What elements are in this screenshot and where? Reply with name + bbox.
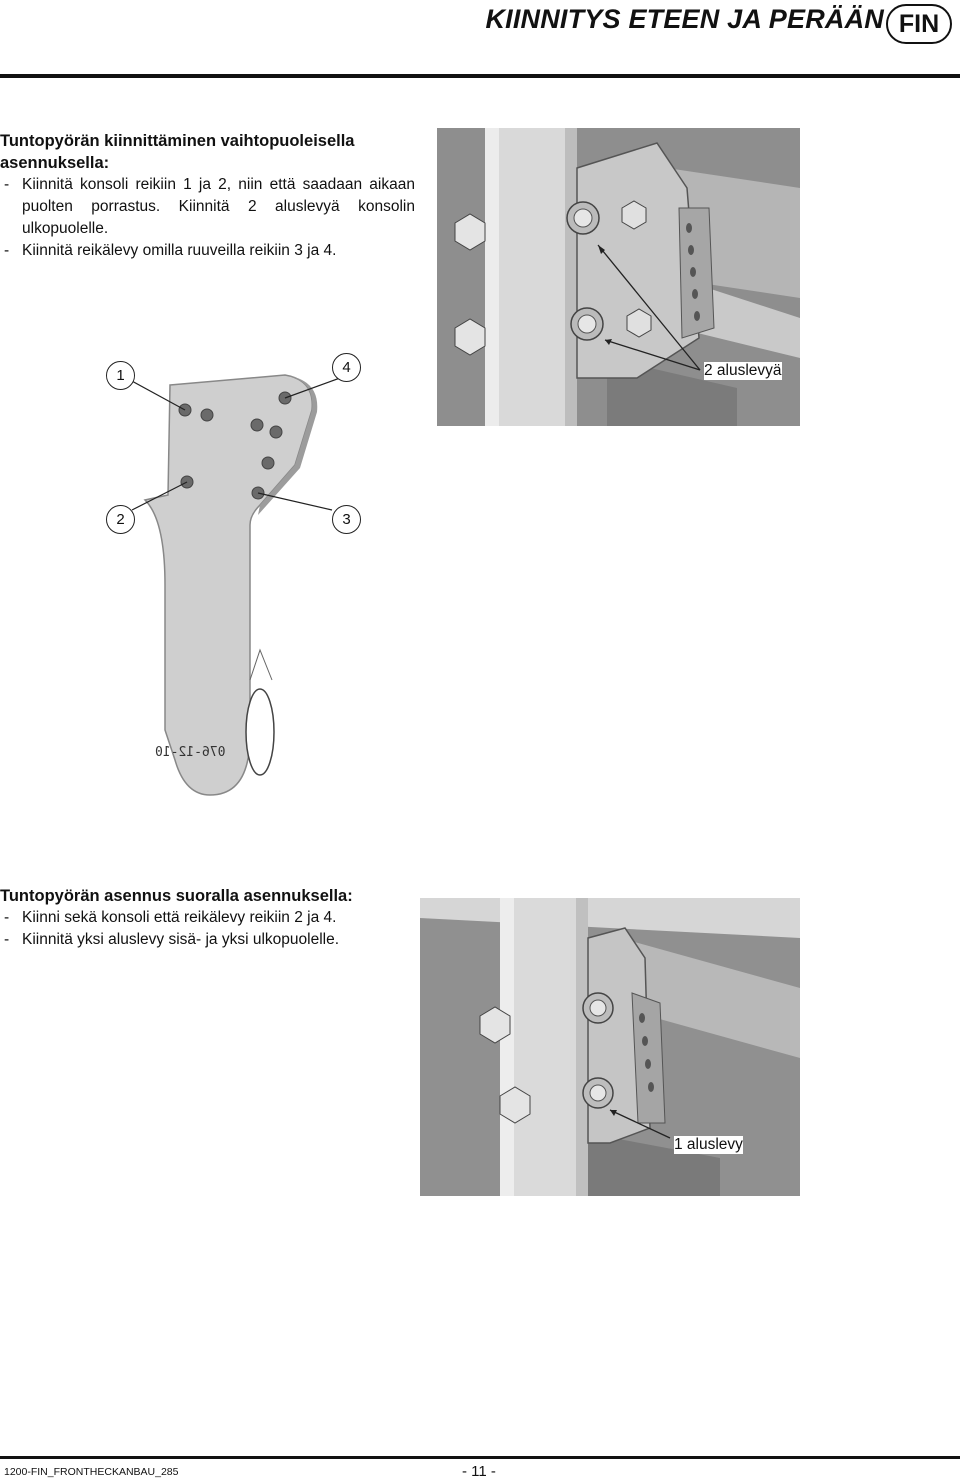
section-heading-alternating: Tuntopyörän kiinnittäminen vaihtopuoleis… bbox=[0, 132, 355, 172]
instructions-straight: Tuntopyörän asennus suoralla asennuksell… bbox=[0, 885, 440, 951]
page-number: - 11 - bbox=[462, 1463, 496, 1480]
instruction-item: Kiinni sekä konsoli että reikälevy reiki… bbox=[0, 907, 440, 929]
instruction-list: Kiinni sekä konsoli että reikälevy reiki… bbox=[0, 907, 440, 951]
instruction-item: Kiinnitä yksi aluslevy sisä- ja yksi ulk… bbox=[0, 929, 440, 951]
callout-2-washers: 2 aluslevyä bbox=[704, 362, 782, 380]
hole-label-3: 3 bbox=[332, 505, 361, 534]
hole-label-1: 1 bbox=[106, 361, 135, 390]
callout-1-washer: 1 aluslevy bbox=[674, 1136, 743, 1154]
document-id: 1200-FIN_FRONTHECKANBAU_285 bbox=[4, 1466, 179, 1478]
header-rule bbox=[0, 74, 960, 78]
language-badge: FIN bbox=[886, 4, 952, 44]
section-heading-straight: Tuntopyörän asennus suoralla asennuksell… bbox=[0, 887, 353, 905]
mounting-photo-straight-drawing bbox=[420, 898, 800, 1196]
mounting-photo-alternating bbox=[437, 128, 800, 426]
instruction-item: Kiinnitä reikälevy omilla ruuveilla reik… bbox=[0, 240, 415, 262]
instructions-alternating: Tuntopyörän kiinnittäminen vaihtopuoleis… bbox=[0, 130, 415, 262]
hole-label-4: 4 bbox=[332, 353, 361, 382]
instruction-item: Kiinnitä konsoli reikiin 1 ja 2, niin et… bbox=[0, 174, 415, 240]
page-title: KIINNITYS ETEEN JA PERÄÄN bbox=[485, 4, 884, 34]
perforated-plate-drawing bbox=[129, 374, 341, 796]
footer-rule bbox=[0, 1456, 960, 1459]
hole-label-2: 2 bbox=[106, 505, 135, 534]
mounting-photo-drawing bbox=[437, 128, 800, 426]
instruction-list: Kiinnitä konsoli reikiin 1 ja 2, niin et… bbox=[0, 174, 415, 262]
